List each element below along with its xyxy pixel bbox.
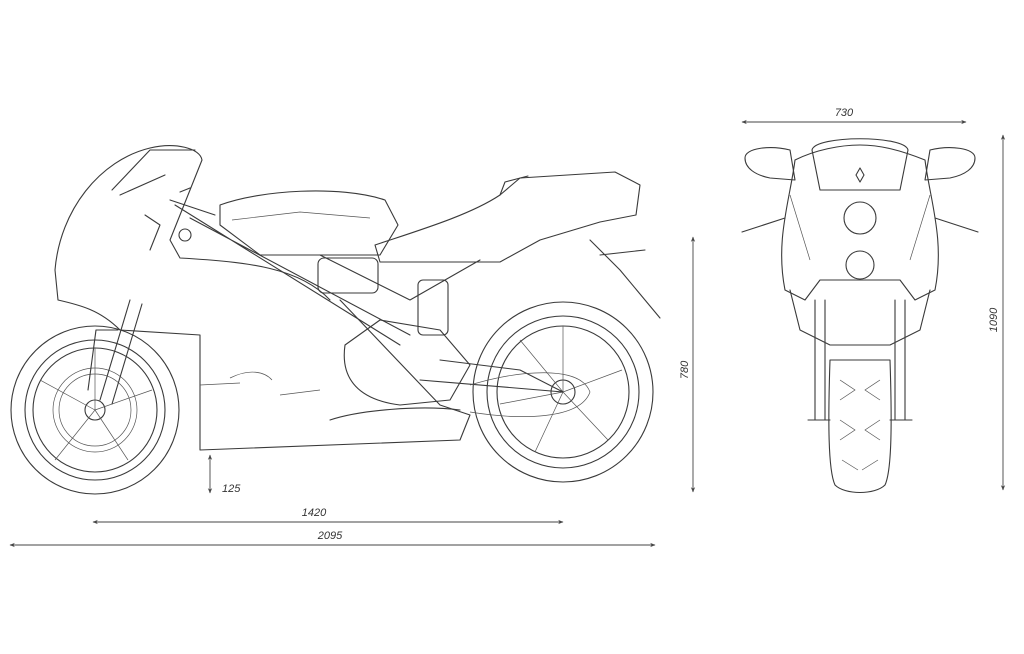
mirrors <box>744 147 976 181</box>
dimension-overall-width: 730 <box>741 107 967 125</box>
dimension-overall-height: 1090 <box>988 134 1006 491</box>
dimension-label-125: 125 <box>222 483 241 495</box>
fuel-tank <box>219 190 399 256</box>
dimension-label-2095: 2095 <box>317 530 343 542</box>
dimension-label-1420: 1420 <box>302 507 327 519</box>
dimension-label-780: 780 <box>679 360 691 379</box>
fairing <box>54 145 471 451</box>
dimension-label-1090: 1090 <box>988 307 1000 332</box>
front-fairing <box>781 138 939 421</box>
front-tire <box>828 359 892 494</box>
front-view <box>741 138 979 494</box>
dimension-wheelbase: 1420 <box>92 507 564 525</box>
dimension-label-730: 730 <box>835 107 854 119</box>
front-wheel <box>10 325 180 495</box>
front-handlebars <box>741 217 979 421</box>
handlebars <box>144 187 216 251</box>
dimension-overall-length: 2095 <box>9 530 656 548</box>
dimension-ground-clearance: 125 <box>207 454 241 495</box>
rear-wheel <box>472 301 654 483</box>
frame-and-engine <box>174 204 591 417</box>
dimension-seat-height: 780 <box>679 236 696 493</box>
front-fork <box>87 299 143 405</box>
seat-and-tail <box>374 171 661 319</box>
side-view <box>10 145 661 495</box>
